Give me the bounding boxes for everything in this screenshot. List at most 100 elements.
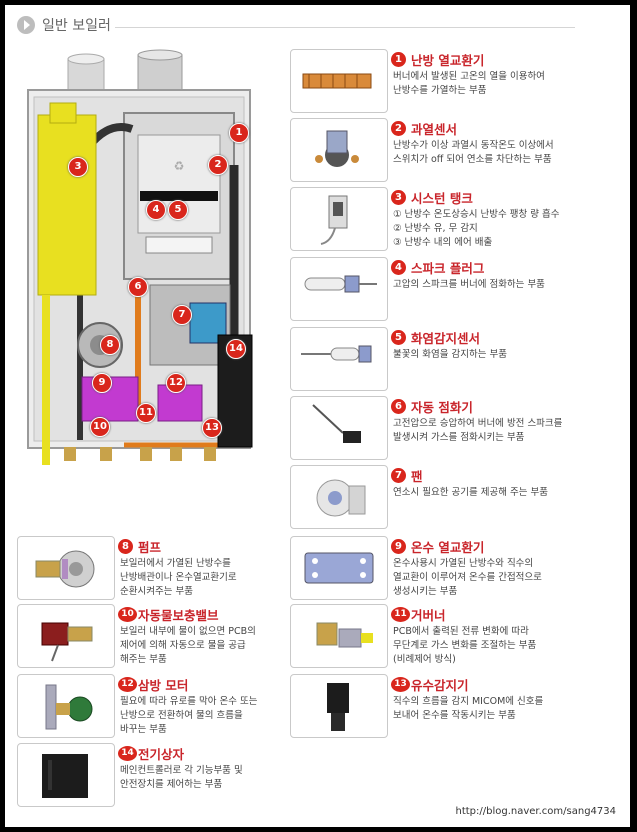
- desc-line: 난방으로 전환하여 물의 흐름을: [120, 710, 243, 721]
- desc-line: 열교환이 이루어져 온수를 간접적으로: [393, 572, 542, 583]
- flame-sensor-icon: [290, 327, 388, 391]
- desc-line: PCB에서 출력된 전류 변화에 따라: [393, 626, 529, 637]
- part-description: 메인컨트롤러로 각 기능부품 및 안전장치를 제어하는 부품: [120, 764, 243, 792]
- part-title: 스파크 플러그: [411, 261, 485, 276]
- boiler-cutaway-svg: ♻: [27, 49, 253, 465]
- part-number-badge: 7: [391, 468, 406, 483]
- desc-line: 무단계로 가스 변화를 조절하는 부품: [393, 640, 537, 651]
- desc-line: ② 난방수 유, 무 감지: [393, 223, 478, 234]
- desc-line: 스위치가 off 되어 연소를 차단하는 부품: [393, 154, 552, 165]
- part-title: 과열센서: [411, 122, 458, 137]
- part-number-badge: 12: [118, 677, 137, 692]
- pump-icon: [17, 536, 115, 600]
- part-number-badge: 4: [391, 260, 406, 275]
- flow-sensor-icon: [290, 674, 388, 738]
- part-description: 난방수가 이상 과열시 동작온도 이상에서 스위치가 off 되어 연소를 차단…: [393, 139, 554, 167]
- section-title: 일반 보일러: [42, 18, 111, 34]
- desc-line: 버너에서 발생된 고온의 열을 이용하여: [393, 71, 545, 82]
- part-title: 화염감지센서: [411, 331, 481, 346]
- part-description: 고전압으로 승압하여 버너에 방전 스파크를 발생시켜 가스를 점화시키는 부품: [393, 417, 562, 445]
- part-title: 자동물보충밸브: [138, 608, 219, 623]
- part-description: 보일러 내부에 물이 없으면 PCB의 제어에 의해 자동으로 물을 공급 해주…: [120, 625, 256, 667]
- desc-line: 순환시켜주는 부품: [120, 586, 193, 597]
- desc-line: 직수의 흐름을 감지 MICOM에 신호를: [393, 696, 544, 707]
- desc-line: 불꽃의 화염을 감지하는 부품: [393, 349, 507, 360]
- part-description: ① 난방수 온도상승시 난방수 팽창 량 흡수 ② 난방수 유, 무 감지 ③ …: [393, 208, 559, 250]
- desc-line: 고전압으로 승압하여 버너에 방전 스파크를: [393, 418, 563, 429]
- part-title: 온수 열교환기: [411, 540, 485, 555]
- source-credit: http://blog.naver.com/sang4734: [455, 806, 616, 817]
- part-description: 온수사용시 가열된 난방수와 직수의 열교환이 이루어져 온수를 간접적으로 생…: [393, 557, 542, 599]
- part-description: 직수의 흐름을 감지 MICOM에 신호를 보내어 온수를 작동시키는 부품: [393, 695, 543, 723]
- cistern-tank-icon: [290, 187, 388, 251]
- header-divider: [115, 27, 575, 28]
- igniter-icon: [290, 396, 388, 460]
- part-card-11: 11 거버너 PCB에서 출력된 전류 변화에 따라 무단계로 가스 변화를 조…: [290, 604, 630, 668]
- desc-line: 고압의 스파크를 버너에 점화하는 부품: [393, 279, 545, 290]
- boiler-marker-10: 10: [90, 417, 110, 437]
- three-way-motor-icon: [17, 674, 115, 738]
- desc-line: 보일러 내부에 물이 없으면 PCB의: [120, 626, 256, 637]
- desc-line: 난방수가 이상 과열시 동작온도 이상에서: [393, 140, 554, 151]
- boiler-marker-4: 4: [146, 200, 166, 220]
- boiler-marker-11: 11: [136, 403, 156, 423]
- desc-line: 보내어 온수를 작동시키는 부품: [393, 710, 516, 721]
- desc-line: (비례제어 방식): [393, 654, 456, 665]
- boiler-marker-9: 9: [92, 373, 112, 393]
- part-card-5: 5 화염감지센서 불꽃의 화염을 감지하는 부품: [290, 327, 630, 391]
- part-number-badge: 13: [391, 677, 410, 692]
- electric-box-icon: [17, 743, 115, 807]
- part-card-10: 10 자동물보충밸브 보일러 내부에 물이 없으면 PCB의 제어에 의해 자동…: [17, 604, 287, 668]
- part-description: 고압의 스파크를 버너에 점화하는 부품: [393, 278, 545, 292]
- desc-line: 보일러에서 가열된 난방수를: [120, 558, 231, 569]
- part-number-badge: 11: [391, 607, 410, 622]
- desc-line: ③ 난방수 내의 에어 배출: [393, 237, 493, 248]
- part-card-12: 12 삼방 모터 필요에 따라 유로를 막아 온수 또는 난방으로 전환하여 물…: [17, 674, 287, 738]
- boiler-marker-3: 3: [68, 157, 88, 177]
- part-card-8: 8 펌프 보일러에서 가열된 난방수를 난방배관이나 온수열교환기로 순환시켜주…: [17, 536, 287, 600]
- part-card-9: 9 온수 열교환기 온수사용시 가열된 난방수와 직수의 열교환이 이루어져 온…: [290, 536, 630, 600]
- boiler-marker-1: 1: [229, 123, 249, 143]
- section-header: 일반 보일러: [15, 13, 605, 39]
- part-title: 펌프: [138, 540, 162, 555]
- play-bullet-icon: [17, 16, 35, 34]
- desc-line: ① 난방수 온도상승시 난방수 팽창 량 흡수: [393, 209, 560, 220]
- part-number-badge: 9: [391, 539, 406, 554]
- refill-valve-icon: [17, 604, 115, 668]
- dhw-heat-exchanger-icon: [290, 536, 388, 600]
- part-description: 보일러에서 가열된 난방수를 난방배관이나 온수열교환기로 순환시켜주는 부품: [120, 557, 237, 599]
- part-number-badge: 14: [118, 746, 137, 761]
- part-title: 시스턴 탱크: [411, 191, 473, 206]
- part-title: 자동 점화기: [411, 400, 473, 415]
- desc-line: 안전장치를 제어하는 부품: [120, 779, 223, 790]
- part-title: 팬: [411, 469, 423, 484]
- boiler-marker-6: 6: [128, 277, 148, 297]
- boiler-marker-8: 8: [100, 335, 120, 355]
- boiler-marker-12: 12: [166, 373, 186, 393]
- part-description: 필요에 따라 유로를 막아 온수 또는 난방으로 전환하여 물의 흐름을 바꾸는…: [120, 695, 257, 737]
- part-card-13: 13 유수감지기 직수의 흐름을 감지 MICOM에 신호를 보내어 온수를 작…: [290, 674, 630, 738]
- page: 일반 보일러 ♻: [5, 5, 630, 827]
- part-card-14: 14 전기상자 메인컨트롤러로 각 기능부품 및 안전장치를 제어하는 부품: [17, 743, 287, 807]
- part-number-badge: 1: [391, 52, 406, 67]
- part-card-4: 4 스파크 플러그 고압의 스파크를 버너에 점화하는 부품: [290, 257, 630, 321]
- heat-exchanger-icon: [290, 49, 388, 113]
- svg-text:♻: ♻: [174, 159, 185, 173]
- part-card-3: 3 시스턴 탱크 ① 난방수 온도상승시 난방수 팽창 량 흡수 ② 난방수 유…: [290, 187, 630, 251]
- part-description: 버너에서 발생된 고온의 열을 이용하여 난방수를 가열하는 부품: [393, 70, 545, 98]
- desc-line: 온수사용시 가열된 난방수와 직수의: [393, 558, 534, 569]
- part-title: 난방 열교환기: [411, 53, 485, 68]
- desc-line: 연소시 필요한 공기를 제공해 주는 부품: [393, 487, 548, 498]
- part-number-badge: 8: [118, 539, 133, 554]
- part-title: 유수감지기: [411, 678, 469, 693]
- part-card-2: 2 과열센서 난방수가 이상 과열시 동작온도 이상에서 스위치가 off 되어…: [290, 118, 630, 182]
- boiler-marker-7: 7: [172, 305, 192, 325]
- part-title: 전기상자: [138, 747, 185, 762]
- desc-line: 발생시켜 가스를 점화시키는 부품: [393, 432, 525, 443]
- part-number-badge: 5: [391, 330, 406, 345]
- part-description: 불꽃의 화염을 감지하는 부품: [393, 348, 507, 362]
- governor-icon: [290, 604, 388, 668]
- desc-line: 생성시키는 부품: [393, 586, 458, 597]
- fan-icon: [290, 465, 388, 529]
- desc-line: 해주는 부품: [120, 654, 167, 665]
